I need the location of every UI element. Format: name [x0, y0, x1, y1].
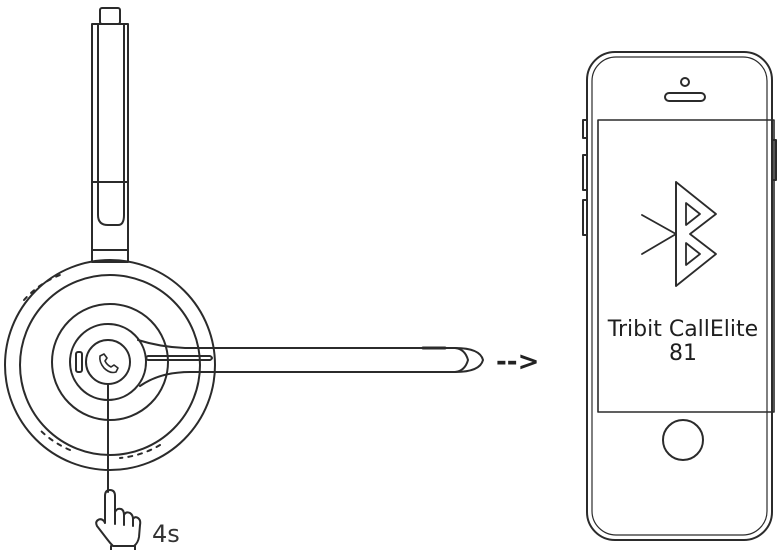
- hand-pointer-icon: [95, 489, 142, 550]
- call-button-icon: [85, 339, 131, 385]
- press-duration-label: 4s: [152, 520, 180, 548]
- device-name-line2: 81: [669, 341, 697, 366]
- arrow-icon: -->: [496, 347, 539, 377]
- bluetooth-icon: [641, 181, 717, 287]
- device-name-line1: Tribit CallElite: [607, 317, 758, 342]
- headset-illustration: [4, 7, 484, 493]
- smartphone-illustration: Tribit CallElite 81: [582, 51, 777, 541]
